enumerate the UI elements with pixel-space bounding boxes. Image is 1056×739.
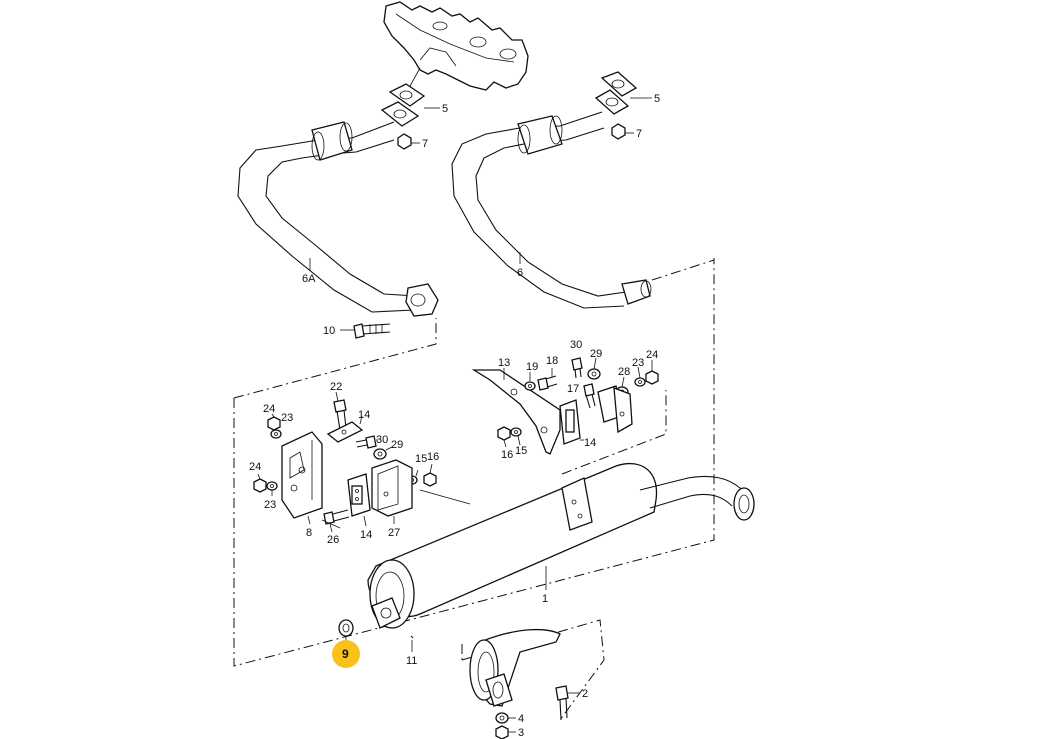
callout-30-left: 30 bbox=[376, 434, 388, 446]
ring-9[interactable] bbox=[338, 619, 354, 637]
callout-29-left: 29 bbox=[391, 439, 403, 451]
callout-23-lower: 23 bbox=[264, 499, 276, 511]
mount-14-bottom[interactable] bbox=[347, 473, 371, 517]
bolt-26[interactable] bbox=[323, 509, 350, 525]
bracket-27[interactable] bbox=[371, 459, 413, 517]
washer-23-upper[interactable] bbox=[270, 429, 282, 439]
muffler-main[interactable] bbox=[367, 462, 755, 629]
callout-19: 19 bbox=[526, 361, 538, 373]
washer-15-right[interactable] bbox=[510, 427, 522, 437]
bolt-30-right[interactable] bbox=[571, 357, 583, 379]
bracket-8[interactable] bbox=[281, 431, 323, 519]
callout-16-left: 16 bbox=[427, 451, 439, 463]
washer-29-right[interactable] bbox=[587, 368, 601, 380]
callout-29-right: 29 bbox=[590, 348, 602, 360]
nut-24-lower[interactable] bbox=[253, 478, 267, 493]
callout-30-right: 30 bbox=[570, 339, 582, 351]
nut-left[interactable] bbox=[397, 133, 412, 150]
callout-9: 9 bbox=[342, 647, 349, 661]
callout-27: 27 bbox=[388, 527, 400, 539]
callout-23-right: 23 bbox=[632, 357, 644, 369]
nut-24-upper[interactable] bbox=[267, 416, 281, 431]
callout-4: 4 bbox=[518, 713, 524, 725]
callout-10: 10 bbox=[323, 325, 335, 337]
bolt-22[interactable] bbox=[333, 399, 347, 431]
nut-3[interactable] bbox=[495, 725, 509, 739]
exhaust-pipe-left[interactable] bbox=[237, 121, 439, 317]
mount-14-right-a[interactable] bbox=[559, 399, 581, 445]
callout-3: 3 bbox=[518, 727, 524, 739]
callout-7-right: 7 bbox=[636, 128, 642, 140]
exhaust-manifold[interactable] bbox=[383, 1, 529, 101]
nut-16-left[interactable] bbox=[423, 472, 437, 487]
callout-6: 6 bbox=[517, 267, 523, 279]
callout-11: 11 bbox=[406, 655, 417, 667]
rear-muffler[interactable] bbox=[469, 628, 561, 707]
callout-15-left: 15 bbox=[415, 453, 427, 465]
callout-8: 8 bbox=[306, 527, 312, 539]
callout-14-right: 14 bbox=[584, 437, 596, 449]
callout-1: 1 bbox=[542, 593, 548, 605]
bolt-2[interactable] bbox=[555, 685, 569, 721]
callout-6A: 6A bbox=[302, 273, 316, 285]
bolt-10[interactable] bbox=[353, 323, 391, 339]
nut-16-right[interactable] bbox=[497, 426, 511, 441]
callout-23-upper: 23 bbox=[281, 412, 293, 424]
exhaust-pipe-right[interactable] bbox=[451, 111, 652, 309]
callout-28: 28 bbox=[618, 366, 630, 378]
callout-7-left: 7 bbox=[422, 138, 428, 150]
callout-24-right: 24 bbox=[646, 349, 658, 361]
bolt-30-left[interactable] bbox=[355, 435, 377, 449]
bolt-18[interactable] bbox=[537, 375, 558, 391]
callout-15-right: 15 bbox=[515, 445, 527, 457]
callout-24-lower: 24 bbox=[249, 461, 261, 473]
callout-5-right: 5 bbox=[654, 93, 660, 105]
nut-right[interactable] bbox=[611, 123, 626, 140]
highlight-badge[interactable] bbox=[332, 640, 360, 668]
manifold-gasket-right[interactable] bbox=[594, 71, 638, 115]
mount-14-top[interactable] bbox=[326, 421, 364, 443]
nut-24-right[interactable] bbox=[645, 370, 659, 385]
manifold-gasket-left[interactable] bbox=[380, 83, 426, 127]
washer-4[interactable] bbox=[495, 712, 509, 724]
callout-2: 2 bbox=[582, 688, 588, 700]
washer-29-left[interactable] bbox=[373, 448, 387, 460]
callout-26: 26 bbox=[327, 534, 339, 546]
callout-14-bottom: 14 bbox=[360, 529, 372, 541]
washer-23-lower[interactable] bbox=[266, 481, 278, 491]
callout-18: 18 bbox=[546, 355, 558, 367]
callout-17: 17 bbox=[567, 383, 579, 395]
pin-11[interactable] bbox=[410, 635, 414, 639]
mount-14-right-b[interactable] bbox=[597, 385, 633, 434]
callout-22: 22 bbox=[330, 381, 342, 393]
washer-19[interactable] bbox=[524, 381, 536, 391]
callout-14-top: 14 bbox=[358, 409, 370, 421]
washer-23-right[interactable] bbox=[634, 377, 646, 387]
callout-24-upper: 24 bbox=[263, 403, 275, 415]
callout-13: 13 bbox=[498, 357, 510, 369]
callout-5-left: 5 bbox=[442, 103, 448, 115]
callout-16-right: 16 bbox=[501, 449, 513, 461]
bolt-17[interactable] bbox=[583, 383, 596, 409]
